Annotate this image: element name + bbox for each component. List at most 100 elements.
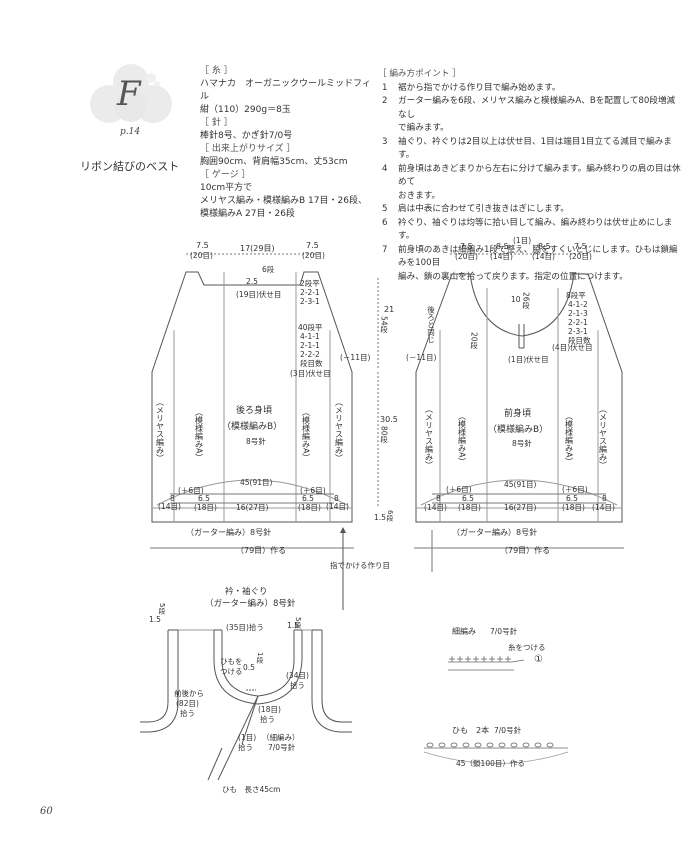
back-arm-1: 4-1-1 bbox=[300, 332, 320, 341]
collar-half: 0.5 bbox=[243, 663, 255, 672]
gauge-heading: ［ ゲージ ］ bbox=[200, 170, 251, 180]
back-arm-2: 2-1-1 bbox=[300, 341, 320, 350]
gauge-line-3: 模様編みA 27目・26段 bbox=[200, 209, 295, 219]
instructions-heading: ［ 編み方ポイント ］ bbox=[378, 69, 461, 79]
front-rows-20: 20段 bbox=[469, 332, 478, 350]
front-plus-left: (＋6目) bbox=[446, 485, 472, 494]
back-col-e: 8 bbox=[334, 494, 339, 503]
back-col-b-sts: (18目) bbox=[194, 503, 217, 512]
front-col-d-sts: (18目) bbox=[562, 503, 585, 512]
yarn-line-1: ハマナカ オーガニックウールミッドフィル bbox=[200, 79, 371, 102]
collar-pick-1b: 拾う bbox=[238, 742, 253, 752]
front-col-b: 6.5 bbox=[462, 494, 474, 503]
tie-chain-diagram bbox=[423, 742, 569, 764]
tie-title: ひも 2本 bbox=[452, 725, 489, 735]
collar-title-1: 衿・袖ぐり bbox=[225, 586, 268, 597]
back-title: 後ろ身頃 bbox=[236, 404, 272, 416]
front-outline bbox=[415, 273, 623, 523]
back-subtitle: （模様編みB） bbox=[222, 420, 282, 432]
front-col-a-sts: (14目) bbox=[424, 503, 447, 512]
collar-arm-pick-1: 前後から bbox=[174, 688, 204, 698]
front-one-bind: (1目)伏せ目 bbox=[508, 354, 549, 364]
front-arm-bind: (4目)伏せ目 bbox=[552, 342, 593, 352]
back-arm-rows: 40段平 bbox=[298, 322, 323, 332]
back-col-a: 8 bbox=[170, 494, 175, 503]
page-reference: p.14 bbox=[120, 127, 141, 137]
page-number: 60 bbox=[40, 806, 53, 817]
item-title: リボン結びのベスト bbox=[80, 160, 180, 173]
front-col-b-sts: (18目) bbox=[458, 503, 481, 512]
front-plus-right: (＋6目) bbox=[562, 485, 588, 494]
yarn-heading: ［ 糸 ］ bbox=[200, 66, 233, 76]
front-pattern-left: （模様編みA） bbox=[458, 412, 467, 465]
note-row: おきます。 bbox=[398, 190, 441, 201]
back-arm-4: 段目数 bbox=[300, 358, 323, 368]
back-plus-right: (＋6目) bbox=[300, 486, 326, 495]
front-col-a: 8 bbox=[436, 494, 441, 503]
back-dec-1: 2段平 bbox=[300, 278, 320, 288]
front-side-right: （メリヤス編み） bbox=[599, 405, 608, 469]
collar-sc-needle: 7/0号針 bbox=[268, 742, 296, 752]
sc-row-diagram bbox=[448, 656, 525, 671]
back-plus-left: (＋6目) bbox=[178, 486, 204, 495]
front-top-1-sts: (20目) bbox=[455, 252, 478, 261]
collar-tie-length: ひも 長さ45cm bbox=[222, 785, 280, 794]
front-pattern-right: （模様編みA） bbox=[565, 412, 574, 465]
front-cast-on: （79目）作る bbox=[500, 545, 550, 555]
collar-pick-18: (18目) bbox=[258, 705, 281, 714]
collar-tie-pos-2: つける bbox=[220, 667, 243, 676]
back-arm-bind: (3目)伏せ目 bbox=[290, 368, 331, 378]
back-outline bbox=[151, 271, 353, 523]
materials-block: ［ 糸 ］ ハマナカ オーガニックウールミッドフィル 紺（110）290g＝8玉… bbox=[200, 65, 375, 221]
height-hem: 1.5 bbox=[374, 513, 386, 522]
back-top-mid: 17(29目) bbox=[240, 244, 275, 253]
front-arm-4: 2-2-1 bbox=[568, 318, 588, 327]
back-pattern-right: （模様編みA） bbox=[302, 408, 311, 461]
height-upper-rows: 54段 bbox=[379, 316, 388, 334]
sc-circle-marker: ① bbox=[534, 654, 543, 665]
back-dec-3: 2-3-1 bbox=[300, 297, 320, 306]
back-piece-diagram bbox=[150, 253, 354, 610]
back-garter: （ガーター編み）8号針 bbox=[186, 527, 271, 537]
front-top-2-sts: (14目) bbox=[490, 252, 513, 261]
back-dec-2: 2-2-1 bbox=[300, 288, 320, 297]
size-heading: ［ 出来上がりサイズ ］ bbox=[200, 144, 296, 154]
back-top-right: 7.5 bbox=[306, 241, 319, 250]
front-same-as-back: 後ろと同じ bbox=[426, 305, 435, 344]
collar-neck-pick: (35目)拾う bbox=[226, 622, 264, 632]
collar-arm-pick-3: 拾う bbox=[180, 708, 195, 718]
height-lower: 30.5 bbox=[380, 415, 398, 424]
collar-left-rows: 5段 bbox=[158, 603, 166, 616]
sc-needle: 7/0号針 bbox=[490, 626, 518, 636]
sc-title: 細編み bbox=[452, 626, 476, 636]
height-upper: 21 bbox=[384, 305, 394, 314]
collar-right-height: 1.5 bbox=[287, 621, 299, 630]
tie-needle: 7/0号針 bbox=[494, 725, 522, 735]
height-lower-rows: 80段 bbox=[379, 426, 388, 444]
front-col-e-sts: (14目) bbox=[592, 503, 615, 512]
finger-cast-on: 指でかける作り目 bbox=[330, 560, 390, 570]
clover-icon bbox=[90, 64, 172, 123]
back-col-c: 16(27目) bbox=[236, 503, 269, 512]
front-side-left: （メリヤス編み） bbox=[425, 405, 434, 469]
back-hem-width: 45(91目) bbox=[240, 478, 273, 487]
front-title: 前身頃 bbox=[504, 407, 531, 419]
collar-pick-34b: 拾う bbox=[290, 680, 305, 690]
front-open-rows: 26段 bbox=[521, 292, 530, 310]
collar-row-1: 1段 bbox=[256, 652, 264, 665]
back-neck-bind: (19目)伏せ目 bbox=[236, 289, 281, 299]
front-arm-1: 8段平 bbox=[566, 290, 586, 300]
collar-title-2: （ガーター編み）8号針 bbox=[205, 598, 296, 609]
needle-heading: ［ 針 ］ bbox=[200, 118, 233, 128]
collar-pick-18b: 拾う bbox=[260, 714, 275, 724]
front-arm-6: 段目数 bbox=[568, 335, 591, 345]
collar-pick-34: (34目) bbox=[286, 671, 309, 680]
front-top-4: 8.5 bbox=[538, 242, 551, 251]
front-top-5: 7.5 bbox=[574, 242, 587, 251]
front-top-3: (1目) bbox=[513, 236, 531, 245]
